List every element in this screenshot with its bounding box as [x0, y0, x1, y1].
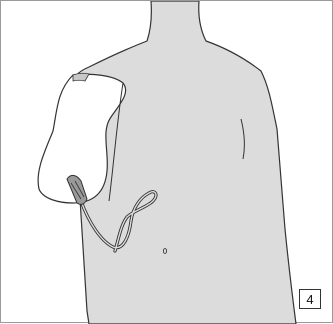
step-number-badge: 4: [299, 289, 321, 309]
